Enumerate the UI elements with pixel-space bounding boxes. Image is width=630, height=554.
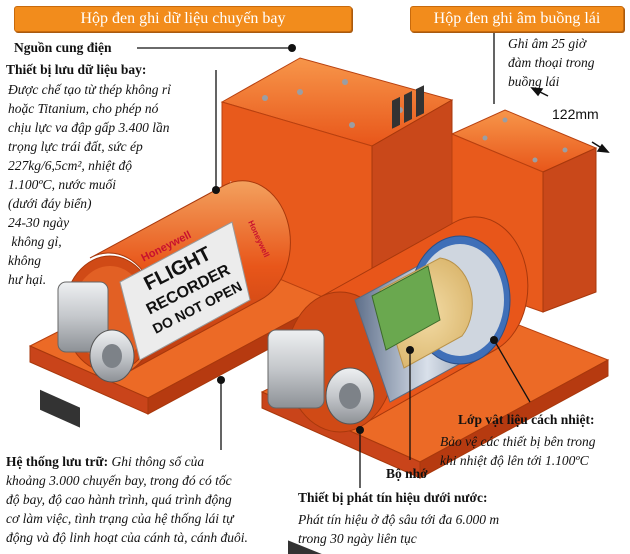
dot-memory [406, 346, 414, 354]
cvr-cap-bracket [267, 329, 325, 409]
dot-beacon [356, 426, 364, 434]
cvr-cutaway-cylinder [267, 85, 529, 433]
cvr-banner: Hộp đen ghi âm buồng lái [410, 6, 624, 32]
cvr-connector [288, 540, 328, 554]
storage-system-title: Hệ thống lưu trữ: [6, 454, 109, 469]
dot-insulation [490, 336, 498, 344]
power-label: Nguồn cung điện [14, 40, 112, 55]
fdr-cylinder [57, 180, 291, 383]
leader-lines [137, 26, 531, 488]
beacon-title: Thiết bị phát tín hiệu dưới nước: [298, 490, 488, 505]
fdr-cap-bracket [57, 281, 109, 353]
dot-power [288, 44, 296, 52]
leader-insulation [493, 339, 531, 403]
insulation-title: Lớp vật liệu cách nhiệt: [458, 412, 595, 427]
storage-system-text: Hệ thống lưu trữ: Ghi thông số của khoản… [6, 454, 248, 545]
memory-board [371, 265, 441, 351]
fdr-connector [40, 389, 80, 428]
dot-storage-system [217, 376, 225, 384]
beacon-text: Phát tín hiệu ở độ sâu tới đa 6.000 m tr… [298, 512, 500, 546]
storage-device-text: Được chế tạo từ thép không rỉ hoặc Titan… [8, 82, 171, 287]
dimension-label: 122mm [552, 106, 599, 122]
fdr-label-plate [119, 221, 251, 361]
insulation-text: Bảo vệ các thiết bị bên trong khi nhiệt … [440, 434, 596, 468]
cvr-note: Ghi âm 25 giờ đàm thoại trong buồng lái [508, 36, 595, 89]
memory-label: Bộ nhớ [386, 466, 428, 481]
fdr-banner: Hộp đen ghi dữ liệu chuyến bay [14, 6, 352, 32]
dimension-arrows [530, 87, 610, 153]
storage-device-title: Thiết bị lưu dữ liệu bay: [6, 62, 147, 77]
dot-storage-device [212, 186, 220, 194]
